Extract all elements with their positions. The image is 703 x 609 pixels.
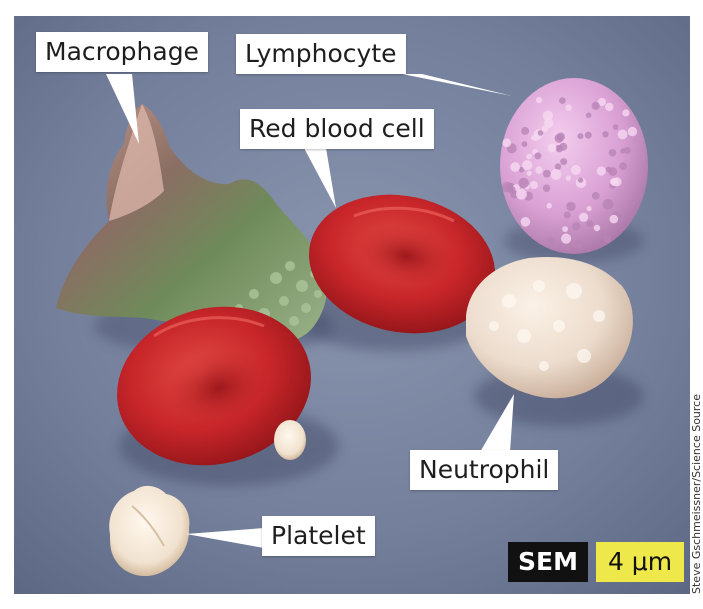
label-pointers (106, 74, 514, 548)
label-red-blood-cell: Red blood cell (240, 109, 434, 149)
lymphocyte-pointer (402, 74, 512, 96)
label-lymphocyte: Lymphocyte (236, 34, 406, 74)
lymphocyte-cell (500, 78, 648, 254)
photo-credit: Steve Gschmeissner/Science Source (690, 394, 703, 594)
rbc-pointer (304, 148, 336, 208)
platelet-pointer (186, 528, 264, 548)
red-blood-cell-top (308, 194, 496, 334)
sem-badge: SEM (508, 542, 588, 582)
micrograph-figure: Macrophage Lymphocyte Red blood cell Neu… (14, 16, 690, 594)
macrophage-pointer (106, 74, 139, 144)
label-platelet: Platelet (262, 516, 375, 556)
sem-scene (14, 16, 690, 594)
platelet-small (274, 420, 306, 460)
macrophage-cell (56, 104, 328, 344)
neutrophil-pointer (480, 394, 514, 452)
scale-bar-badge: 4 μm (596, 542, 684, 582)
neutrophil-cell (466, 256, 633, 399)
label-macrophage: Macrophage (36, 32, 208, 72)
red-blood-cell-bottom (117, 306, 311, 466)
label-neutrophil: Neutrophil (410, 450, 559, 490)
platelet-cell (109, 485, 190, 577)
